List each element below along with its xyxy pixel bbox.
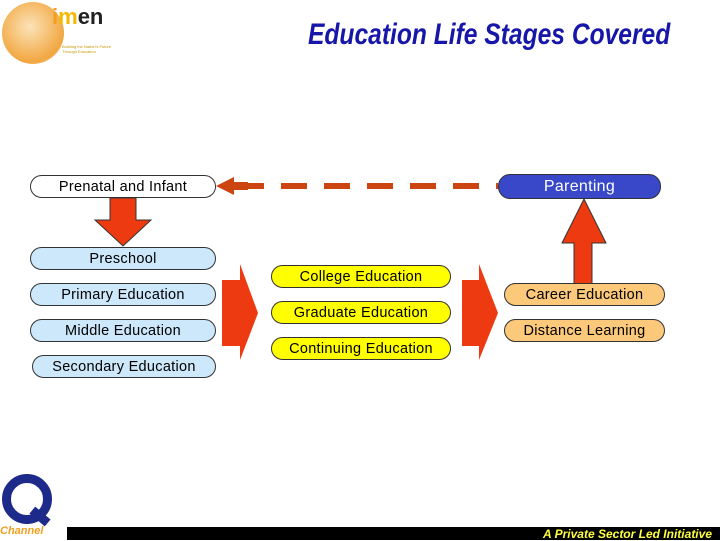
graduate-education-box: Graduate Education: [271, 301, 451, 324]
footer-bar: A Private Sector Led Initiative: [67, 527, 720, 541]
career-education-box: Career Education: [504, 283, 665, 306]
preschool-box: Preschool: [30, 247, 216, 270]
channel-text: Channel: [0, 525, 44, 537]
parenting-box: Parenting: [498, 174, 661, 199]
middle-education-box: Middle Education: [30, 319, 216, 342]
prenatal-infant-box: Prenatal and Infant: [30, 175, 216, 198]
right-arrow-2: [462, 264, 498, 360]
logo-photo: [2, 2, 64, 64]
q-channel-logo: Channel: [0, 472, 60, 540]
dashed-arrow-left: [216, 177, 498, 195]
down-arrow: [93, 197, 153, 247]
college-education-box: College Education: [271, 265, 451, 288]
continuing-education-box: Continuing Education: [271, 337, 451, 360]
page-title: Education Life Stages Covered: [308, 18, 671, 51]
logo-wordmark: imen: [52, 4, 104, 29]
distance-learning-box: Distance Learning: [504, 319, 665, 342]
q-letter: [2, 474, 52, 524]
up-arrow: [561, 197, 607, 285]
primary-education-box: Primary Education: [30, 283, 216, 306]
secondary-education-box: Secondary Education: [32, 355, 216, 378]
right-arrow-1: [222, 264, 258, 360]
